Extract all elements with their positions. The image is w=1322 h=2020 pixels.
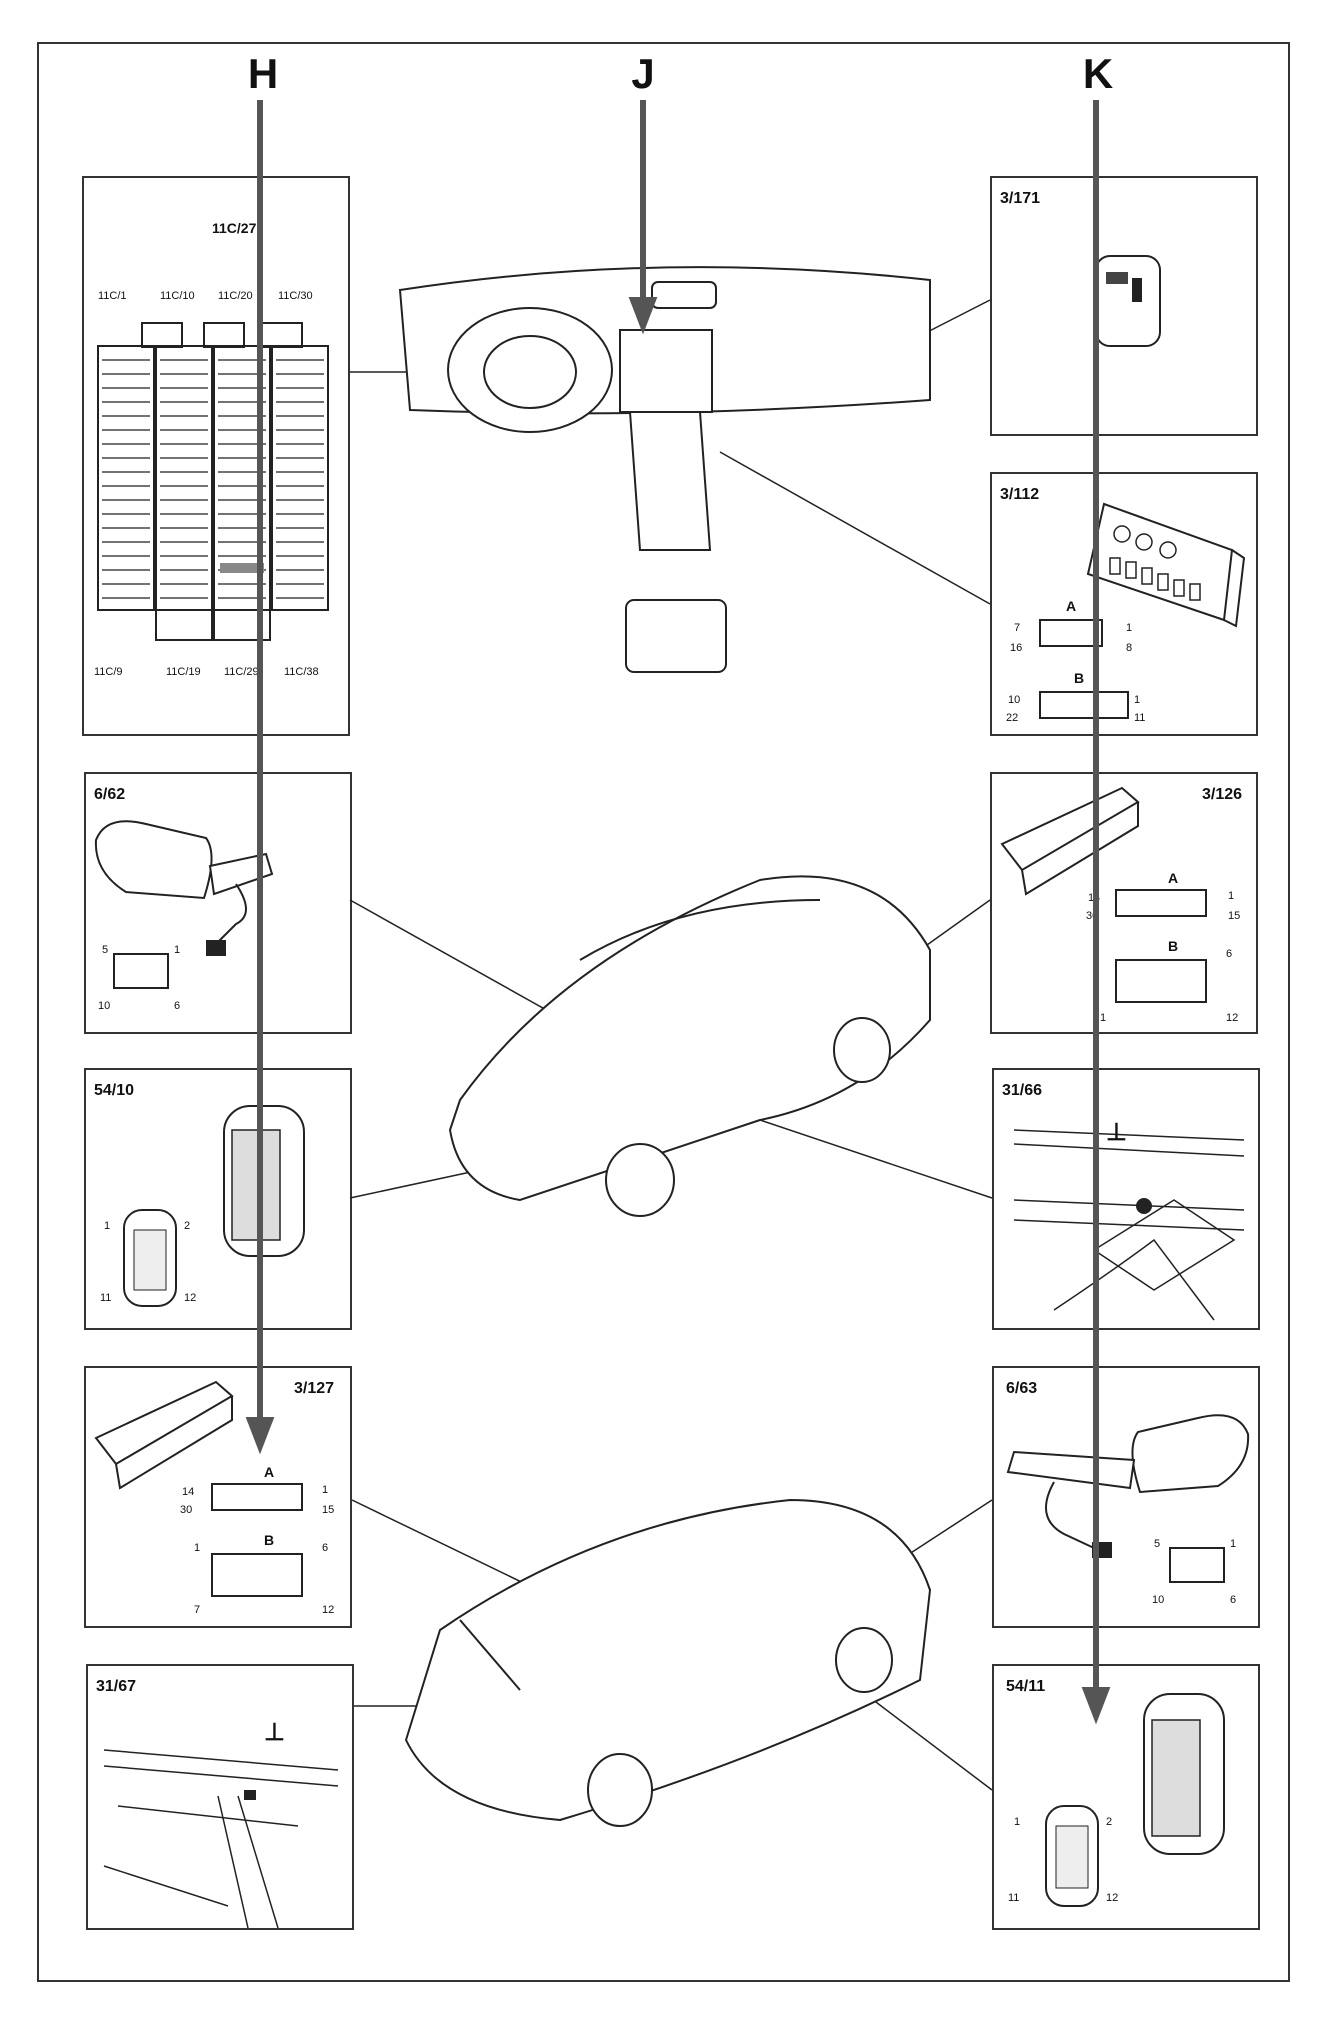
window-switch-drawing — [1000, 786, 1207, 1003]
panel-54-10: 54/10 1 2 11 12 — [84, 1068, 352, 1330]
pin-label: 11 — [1008, 1892, 1020, 1904]
window-switch-drawing — [94, 1380, 303, 1597]
panel-label: 6/62 — [94, 786, 126, 803]
panel-31-66: 31/66 ⊥ — [992, 1068, 1260, 1330]
pin-label: 16 — [1010, 642, 1023, 654]
pin-label: 22 — [1006, 712, 1019, 724]
fuse-label-bottom-4: 11C/38 — [284, 666, 319, 678]
panel-54-11: 54/11 1 2 11 12 — [992, 1664, 1260, 1930]
pin-label: 6 — [1230, 1594, 1237, 1606]
panel-label: 54/11 — [1006, 1678, 1046, 1695]
fusebox-drawing — [97, 322, 329, 641]
pin-label: 2 — [184, 1220, 191, 1232]
pin-label: 15 — [1228, 910, 1241, 922]
fusebox-panel: 11C/27 11C/1 11C/10 11C/20 11C/30 11C/9 … — [82, 176, 350, 736]
connector-b-label: B — [264, 1532, 275, 1548]
pin-label: 14 — [182, 1486, 195, 1498]
fuse-label-top-4: 11C/30 — [278, 290, 313, 302]
fuse-label-top-2: 11C/10 — [160, 290, 195, 302]
pin-label: 12 — [1226, 1012, 1239, 1024]
panel-label: 3/112 — [1000, 486, 1040, 503]
pin-label: 14 — [1088, 892, 1101, 904]
panel-6-62: 6/62 5 1 10 6 — [84, 772, 352, 1034]
socket-drawing — [1045, 1693, 1225, 1907]
ground-symbol: ⊥ — [264, 1719, 285, 1746]
fuse-label-bottom-3: 11C/29 — [224, 666, 259, 678]
ground-point-drawing — [103, 1749, 339, 1929]
diagram-frame — [37, 42, 1290, 1982]
mirror-drawing — [1006, 1414, 1250, 1583]
fuse-label-top-1: 11C/1 — [98, 290, 127, 302]
pin-label: 1 — [1134, 694, 1141, 706]
panel-3-126: 3/126 A B 14 1 30 15 6 1 12 — [990, 772, 1258, 1034]
panel-label: 31/66 — [1002, 1082, 1043, 1099]
panel-3-127: 3/127 A B 14 1 30 15 1 6 7 12 — [84, 1366, 352, 1628]
pin-label: 12 — [322, 1604, 335, 1616]
fusebox-callout: 11C/27 — [212, 220, 257, 236]
pin-label: 15 — [322, 1504, 335, 1516]
pin-label: 6 — [322, 1542, 329, 1554]
pin-label: 1 — [1014, 1816, 1021, 1828]
panel-3-171: 3/171 — [990, 176, 1258, 436]
pin-label: 30 — [180, 1504, 193, 1516]
column-j-label: J — [631, 50, 655, 97]
column-k-label: K — [1082, 50, 1114, 97]
panel-label: 31/67 — [96, 1678, 137, 1695]
connector-b-label: B — [1074, 670, 1085, 686]
panel-label: 3/127 — [294, 1380, 335, 1397]
pin-label: 1 — [1228, 890, 1235, 902]
pin-label: 10 — [98, 1000, 111, 1012]
pin-label: 6 — [1226, 948, 1233, 960]
climate-control-drawing — [1039, 502, 1246, 719]
pin-label: 11 — [100, 1292, 112, 1304]
panel-label: 54/10 — [94, 1082, 135, 1099]
pin-label: 7 — [194, 1604, 201, 1616]
connector-b-label: B — [1168, 938, 1179, 954]
pin-label: 1 — [1126, 622, 1133, 634]
column-h-label: H — [247, 50, 279, 97]
fuse-label-top-3: 11C/20 — [218, 290, 253, 302]
pin-label: 12 — [184, 1292, 197, 1304]
pin-label: 10 — [1152, 1594, 1165, 1606]
pin-label: 1 — [322, 1484, 329, 1496]
connector-a-label: A — [264, 1464, 275, 1480]
pin-label: 1 — [1100, 1012, 1107, 1024]
ground-point-drawing — [1013, 1129, 1245, 1321]
connector-a-label: A — [1066, 598, 1077, 614]
pin-label: 8 — [1126, 642, 1133, 654]
panel-label: 3/126 — [1202, 786, 1243, 803]
ground-symbol: ⊥ — [1106, 1119, 1127, 1146]
pin-label: 1 — [104, 1220, 111, 1232]
fuse-label-bottom-1: 11C/9 — [94, 666, 123, 678]
connector-a-label: A — [1168, 870, 1179, 886]
pin-label: 5 — [102, 944, 109, 956]
pin-label: 5 — [1154, 1538, 1161, 1550]
pin-label: 6 — [174, 1000, 181, 1012]
panel-6-63: 6/63 5 1 10 6 — [992, 1366, 1260, 1628]
fuse-label-bottom-2: 11C/19 — [166, 666, 201, 678]
pin-label: 10 — [1008, 694, 1021, 706]
pin-label: 11 — [1134, 712, 1146, 724]
socket-drawing — [123, 1105, 305, 1307]
pin-label: 1 — [1230, 1538, 1237, 1550]
pin-label: 2 — [1106, 1816, 1113, 1828]
pin-label: 1 — [194, 1542, 201, 1554]
panel-label: 3/171 — [1000, 190, 1041, 207]
panel-3-112: 3/112 A B 7 1 16 8 10 1 22 11 — [990, 472, 1258, 736]
panel-label: 6/63 — [1006, 1380, 1038, 1397]
pin-label: 7 — [1014, 622, 1021, 634]
mirror-drawing — [94, 820, 274, 989]
pin-label: 30 — [1086, 910, 1099, 922]
pin-label: 1 — [174, 944, 181, 956]
panel-31-67: 31/67 ⊥ — [86, 1664, 354, 1930]
switch-icon — [1095, 255, 1161, 347]
pin-label: 12 — [1106, 1892, 1119, 1904]
